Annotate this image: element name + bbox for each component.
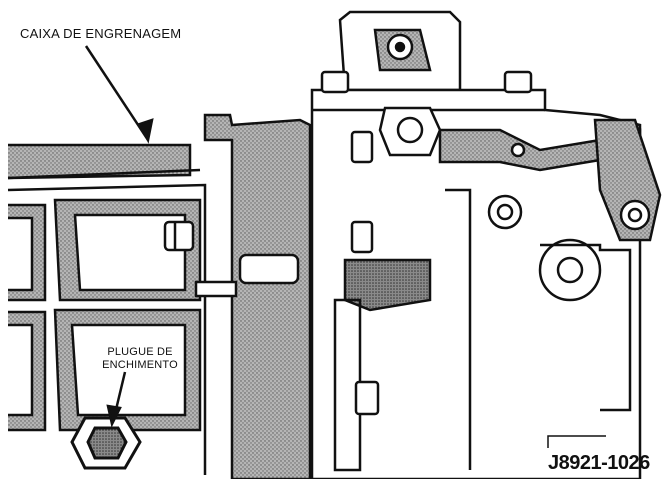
- gear-case-callout: CAIXA DE ENGRENAGEM: [20, 26, 182, 41]
- fill-plug-callout-line2: ENCHIMENTO: [102, 359, 178, 371]
- fill-plug-callout: PLUGUE DE ENCHIMENTO: [92, 346, 188, 372]
- left-housing: [7, 143, 207, 475]
- figure-id: J8921-1026: [548, 452, 650, 474]
- center-flange: [194, 113, 312, 481]
- fill-plug-callout-line1: PLUGUE DE: [107, 346, 173, 358]
- right-housing: [310, 10, 662, 481]
- id-box: [547, 435, 606, 448]
- leader-lines: [84, 45, 154, 428]
- fill-plug: [70, 416, 142, 470]
